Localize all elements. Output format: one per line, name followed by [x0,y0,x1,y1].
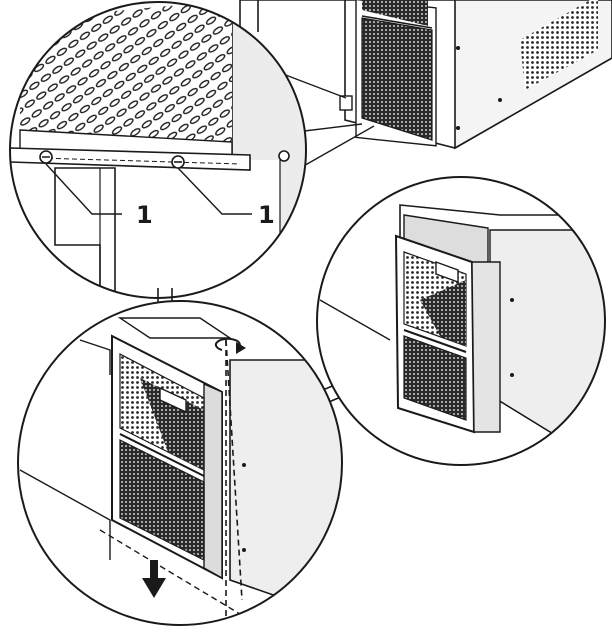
detail-circle-tilt [17,300,343,626]
detail-circle-removed [316,176,606,466]
screw-right [171,155,185,169]
screw-left [39,150,53,164]
callout-label-right: 1 [258,201,275,229]
detail-circle-screws: 1 1 [9,1,307,299]
down-arrow-icon [142,560,166,598]
appliance-main-view [239,0,612,150]
callout-label-left: 1 [136,201,153,229]
rotate-arrow-icon [214,337,246,354]
